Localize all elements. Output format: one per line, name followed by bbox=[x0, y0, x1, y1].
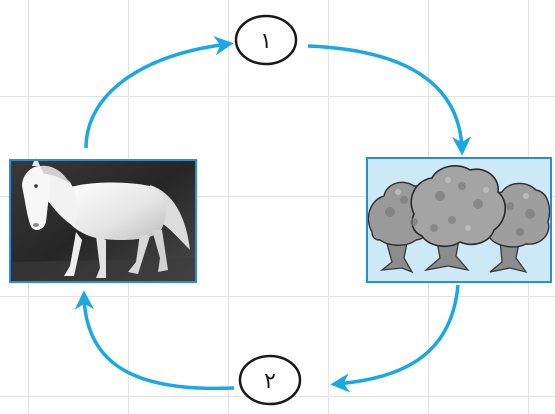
step-2-label: ٢ bbox=[264, 369, 276, 394]
step-1-node: ١ bbox=[234, 14, 298, 66]
step-1-circle bbox=[234, 14, 298, 66]
arrow-step2-to-left bbox=[74, 290, 235, 391]
arrow-right-to-step2 bbox=[330, 284, 460, 393]
step-2-circle bbox=[238, 354, 302, 406]
trees-icon bbox=[367, 165, 551, 274]
horse-image bbox=[9, 156, 197, 283]
arrow-left-to-step1 bbox=[84, 36, 234, 149]
step-1-label: ١ bbox=[260, 29, 272, 54]
arrow-step1-to-right bbox=[307, 44, 472, 156]
horse-icon bbox=[22, 156, 190, 278]
step-2-node: ٢ bbox=[238, 354, 302, 406]
trees-image bbox=[366, 157, 552, 283]
